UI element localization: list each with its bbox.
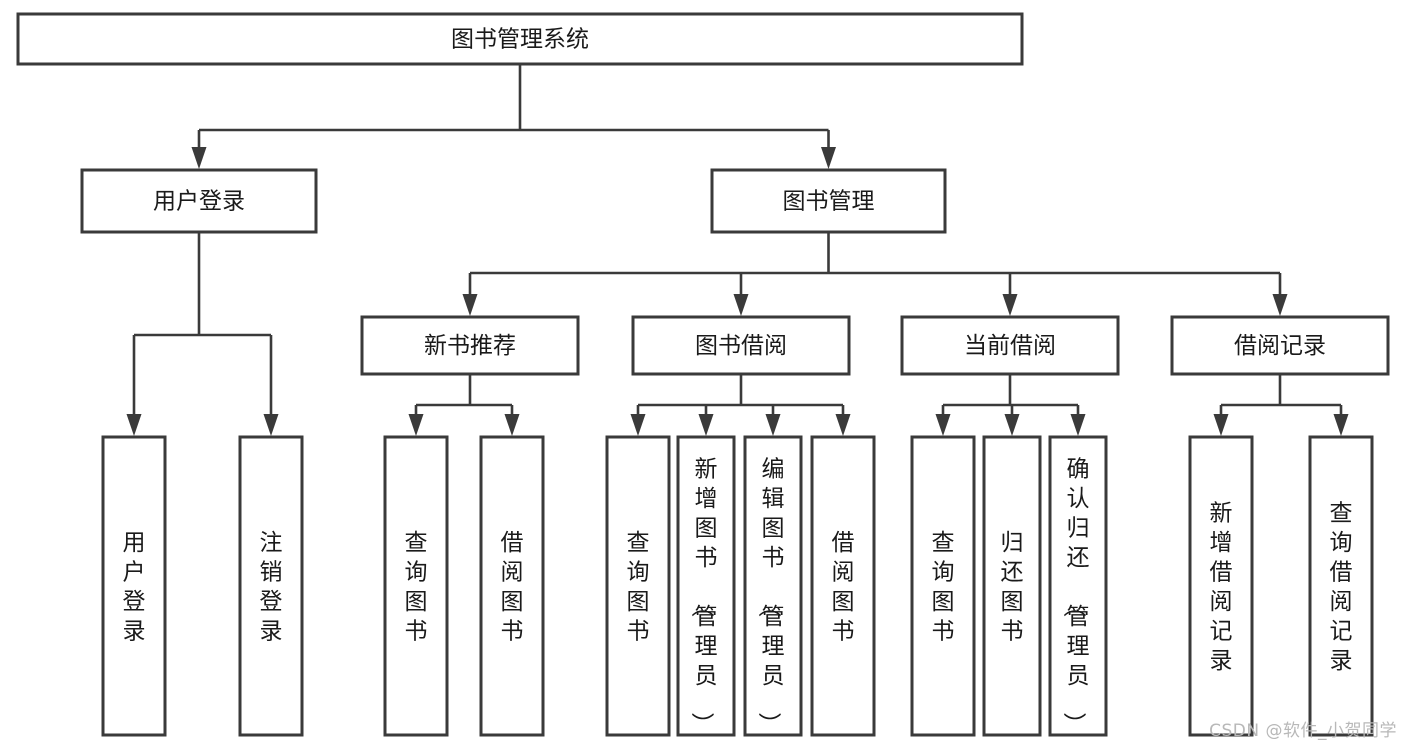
node-label: 归还图书 xyxy=(1001,530,1024,645)
node-label: 用户登录 xyxy=(123,530,146,645)
arrow-head-icon xyxy=(821,147,836,169)
arrow-head-icon xyxy=(408,414,424,436)
node-book-manage[interactable]: 图书管理 xyxy=(710,168,947,234)
arrow-head-icon xyxy=(935,414,951,436)
node-new-book-rec[interactable]: 新书推荐 xyxy=(360,315,580,376)
connector-group-root xyxy=(191,64,836,169)
node-box[interactable] xyxy=(1188,435,1254,737)
node-box[interactable] xyxy=(910,435,976,737)
node-label: 新书推荐 xyxy=(424,333,516,359)
connector-group-book-borrow xyxy=(630,374,851,436)
node-box[interactable] xyxy=(479,435,545,737)
node-label: 新增图书（管理员） xyxy=(689,456,718,735)
node-leaf-query-book-1[interactable]: 查询图书 xyxy=(383,435,449,737)
node-box[interactable] xyxy=(631,315,851,376)
node-box[interactable] xyxy=(605,435,671,737)
node-label: 查询图书 xyxy=(405,530,428,645)
arrow-head-icon xyxy=(1272,294,1288,316)
arrow-head-icon xyxy=(1002,294,1018,316)
node-borrow-record[interactable]: 借阅记录 xyxy=(1170,315,1390,376)
node-leaf-user-login[interactable]: 用户登录 xyxy=(101,435,167,737)
arrow-head-icon xyxy=(126,414,142,436)
node-label: 借阅图书 xyxy=(832,530,855,645)
node-label: 查询图书 xyxy=(932,530,955,645)
node-label: 借阅记录 xyxy=(1234,333,1326,359)
connector-group-book-manage xyxy=(462,232,1288,316)
node-box[interactable] xyxy=(710,168,947,234)
node-label: 用户登录 xyxy=(153,189,245,215)
node-label: 图书借阅 xyxy=(695,333,787,359)
node-box[interactable] xyxy=(1048,435,1108,737)
node-box[interactable] xyxy=(101,435,167,737)
connector-group-borrow-record xyxy=(1213,374,1349,436)
node-leaf-logout[interactable]: 注销登录 xyxy=(238,435,304,737)
node-label: 确认归还（管理员） xyxy=(1061,456,1090,735)
node-label: 新增借阅记录 xyxy=(1210,501,1233,675)
arrow-head-icon xyxy=(1070,414,1086,436)
arrow-head-icon xyxy=(733,294,749,316)
node-leaf-query-book-3[interactable]: 查询图书 xyxy=(910,435,976,737)
node-layer: 图书管理系统用户登录图书管理新书推荐图书借阅当前借阅借阅记录用户登录注销登录查询… xyxy=(16,12,1390,737)
node-leaf-borrow-book-1[interactable]: 借阅图书 xyxy=(479,435,545,737)
arrow-head-icon xyxy=(462,294,478,316)
node-label: 图书管理 xyxy=(783,189,875,215)
connector-layer xyxy=(126,64,1349,436)
node-leaf-return-book[interactable]: 归还图书 xyxy=(982,435,1042,737)
node-box[interactable] xyxy=(360,315,580,376)
arrow-head-icon xyxy=(765,414,781,436)
arrow-head-icon xyxy=(1213,414,1229,436)
node-label: 编辑图书（管理员） xyxy=(756,456,785,735)
node-book-borrow[interactable]: 图书借阅 xyxy=(631,315,851,376)
arrow-head-icon xyxy=(191,147,207,169)
node-box[interactable] xyxy=(383,435,449,737)
node-box[interactable] xyxy=(982,435,1042,737)
node-root[interactable]: 图书管理系统 xyxy=(16,12,1024,66)
node-label: 当前借阅 xyxy=(964,333,1056,359)
node-box[interactable] xyxy=(676,435,736,737)
watermark-text: CSDN @软件_小贺同学 xyxy=(1209,721,1397,741)
node-box[interactable] xyxy=(238,435,304,737)
node-leaf-borrow-book-2[interactable]: 借阅图书 xyxy=(810,435,876,737)
arrow-head-icon xyxy=(504,414,520,436)
node-leaf-add-record[interactable]: 新增借阅记录 xyxy=(1188,435,1254,737)
node-leaf-confirm-return[interactable]: 确认归还（管理员） xyxy=(1048,435,1108,737)
node-label: 借阅图书 xyxy=(501,530,524,645)
connector-group-user-login xyxy=(126,232,279,436)
node-user-login[interactable]: 用户登录 xyxy=(80,168,318,234)
node-leaf-query-book-2[interactable]: 查询图书 xyxy=(605,435,671,737)
arrow-head-icon xyxy=(835,414,851,436)
node-label: 查询图书 xyxy=(627,530,650,645)
node-box[interactable] xyxy=(1308,435,1374,737)
node-box[interactable] xyxy=(80,168,318,234)
node-label: 图书管理系统 xyxy=(451,27,589,53)
node-box[interactable] xyxy=(900,315,1120,376)
node-leaf-add-book[interactable]: 新增图书（管理员） xyxy=(676,435,736,737)
arrow-head-icon xyxy=(698,414,714,436)
node-leaf-edit-book[interactable]: 编辑图书（管理员） xyxy=(743,435,803,737)
arrow-head-icon xyxy=(1004,414,1020,436)
node-current-borrow[interactable]: 当前借阅 xyxy=(900,315,1120,376)
arrow-head-icon xyxy=(263,414,279,436)
node-box[interactable] xyxy=(16,12,1024,66)
node-leaf-query-record[interactable]: 查询借阅记录 xyxy=(1308,435,1374,737)
arrow-head-icon xyxy=(630,414,646,436)
arrow-head-icon xyxy=(1333,414,1349,436)
node-label: 注销登录 xyxy=(260,530,283,645)
node-label: 查询借阅记录 xyxy=(1330,501,1353,675)
connector-group-current-borrow xyxy=(935,374,1086,436)
node-box[interactable] xyxy=(743,435,803,737)
node-box[interactable] xyxy=(810,435,876,737)
node-box[interactable] xyxy=(1170,315,1390,376)
connector-group-new-book-rec xyxy=(408,374,520,436)
